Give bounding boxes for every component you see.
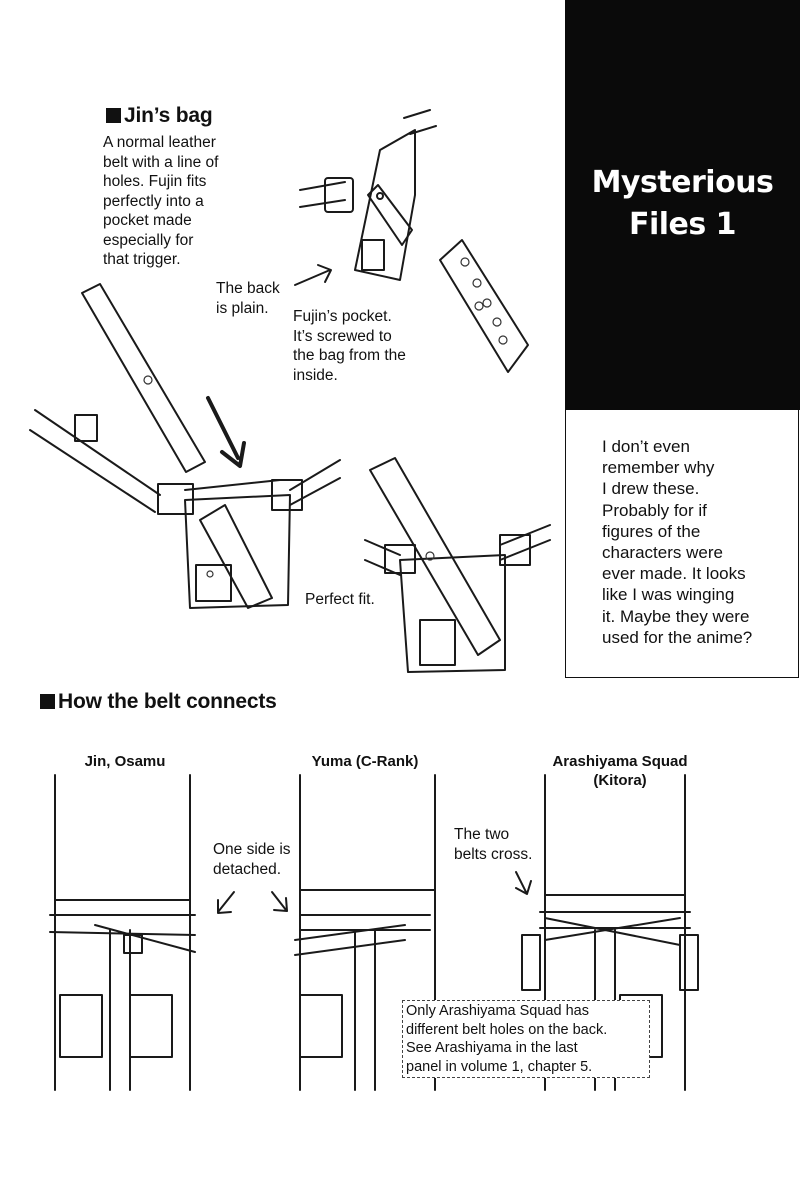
bag-description: A normal leather belt with a line of hol… (103, 134, 219, 268)
figure-name-jin-osamu: Jin, Osamu (84, 753, 166, 770)
side-note-box (565, 410, 799, 678)
arrow-icon (217, 891, 235, 914)
arrow-down-icon (206, 396, 246, 468)
jins-bag-heading: Jin’s bag (106, 104, 213, 128)
title-panel (565, 0, 800, 410)
back-plain-note: The back is plain. (216, 280, 280, 317)
page-title: Mysterious Files 1 (591, 165, 774, 242)
side-note-text: I don’t even remember why I drew these. … (602, 437, 753, 647)
jins-bag-heading-text: Jin’s bag (124, 104, 213, 127)
bag-back-sketch (299, 109, 437, 281)
arrow-icon (515, 871, 532, 895)
square-bullet-icon (40, 694, 55, 709)
bag-front-sketch (29, 409, 341, 609)
belt-heading: How the belt connects (40, 690, 277, 714)
belt-holes-note: Only Arashiyama Squad has different belt… (402, 1000, 650, 1078)
figure-name-yuma: Yuma (C-Rank) (311, 753, 419, 770)
figure-name-arashiyama: Arashiyama Squad (Kitora) (552, 753, 688, 789)
bag-fitted-sketch (364, 457, 551, 673)
arrow-icon (271, 891, 288, 912)
perfect-fit-note: Perfect fit. (305, 591, 375, 608)
detached-note: One side is detached. (213, 841, 291, 878)
fujin-trigger-sketch (81, 283, 206, 473)
belt-heading-text: How the belt connects (58, 690, 277, 713)
pocket-note: Fujin’s pocket. It’s screwed to the bag … (293, 308, 406, 384)
cross-note: The two belts cross. (454, 826, 533, 863)
arrow-icon (294, 264, 332, 286)
torso-sketch-jin (49, 774, 196, 1091)
belt-loop-sketch (439, 239, 529, 373)
square-bullet-icon (106, 108, 121, 123)
